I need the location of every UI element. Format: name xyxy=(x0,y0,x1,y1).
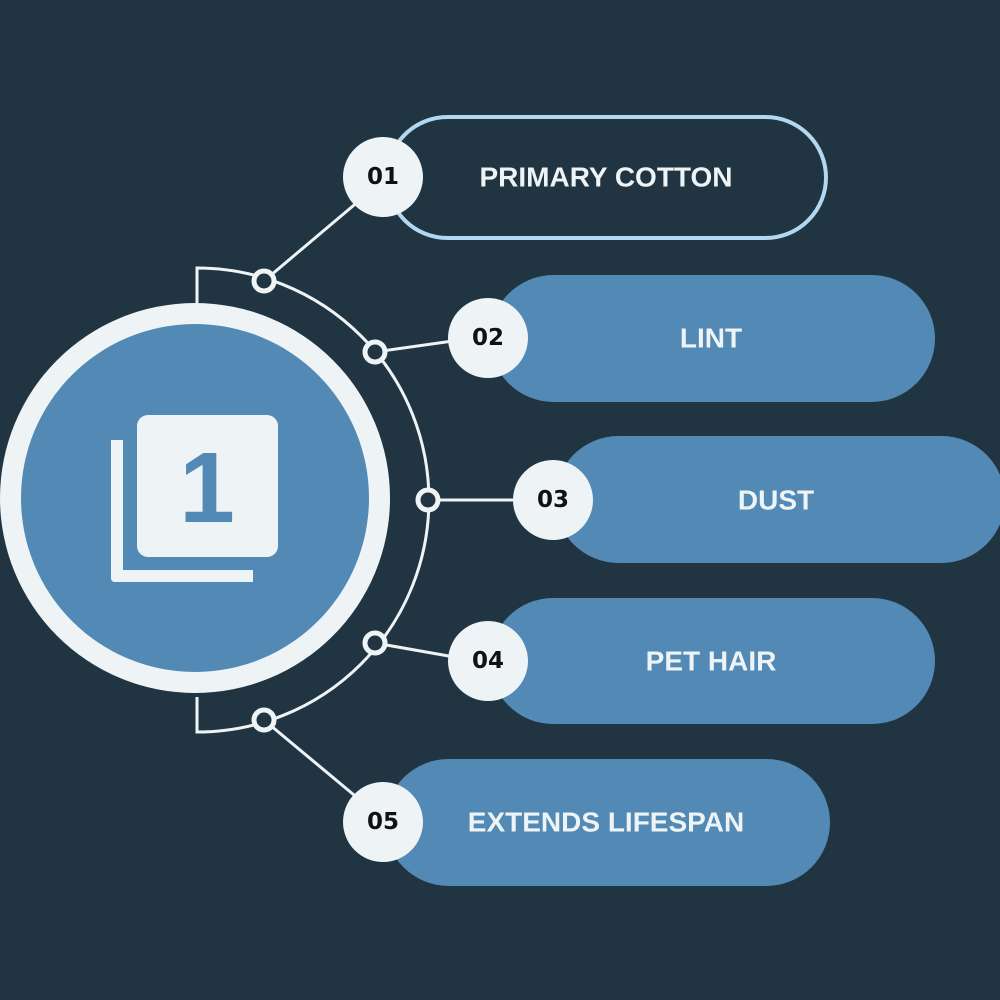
arc-node xyxy=(415,487,441,513)
spokes xyxy=(263,198,520,802)
item-label: PET HAIR xyxy=(646,646,777,677)
arc-node xyxy=(251,268,277,294)
arc-nodes xyxy=(251,268,441,733)
item-label: LINT xyxy=(680,323,742,354)
item-number: 02 xyxy=(472,325,504,351)
arc-node xyxy=(251,707,277,733)
item-number: 03 xyxy=(537,487,569,513)
item-label: DUST xyxy=(738,485,814,516)
icon-digit: 1 xyxy=(179,432,235,544)
arc-node xyxy=(362,630,388,656)
filter-1-icon: 1 xyxy=(111,415,278,582)
arc-node xyxy=(362,339,388,365)
item-label: PRIMARY COTTON xyxy=(479,162,732,193)
item-lint: LINT 02 xyxy=(448,275,935,402)
item-pet-hair: PET HAIR 04 xyxy=(448,598,935,724)
item-extends-lifespan: EXTENDS LIFESPAN 05 xyxy=(343,759,830,886)
item-number: 05 xyxy=(367,809,399,835)
item-dust: DUST 03 xyxy=(513,436,1000,563)
item-number: 04 xyxy=(472,648,504,674)
item-number: 01 xyxy=(367,164,399,190)
item-primary-cotton: PRIMARY COTTON 01 xyxy=(343,115,828,240)
item-label: EXTENDS LIFESPAN xyxy=(468,807,744,838)
